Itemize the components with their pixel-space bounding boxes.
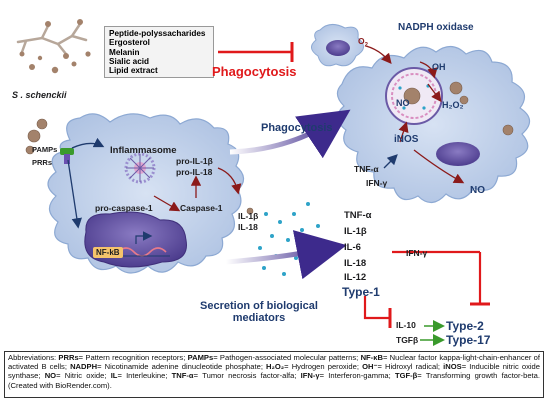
pro-il18-label: pro-IL-18: [176, 167, 213, 177]
il10-label: IL-10: [396, 320, 416, 330]
no-inner-label: NO: [396, 98, 410, 108]
component-item: Sialic acid: [109, 56, 150, 66]
legend-definition: = Interleukine;: [117, 371, 172, 381]
prrs-label: PRRs: [32, 158, 53, 167]
legend-definition: = Pattern recognition receptors;: [78, 353, 188, 362]
secretion-label: Secretion of biological mediators: [200, 300, 318, 324]
il18-released: IL-18: [238, 222, 258, 232]
diagram-svg: [16, 19, 531, 346]
component-item: Peptide-polyssacharides: [109, 29, 206, 38]
fungus-name: S . schenckii: [12, 90, 67, 100]
tgfb-label: TGFβ: [396, 335, 419, 345]
cytokine-il1b: IL-1β: [344, 226, 367, 237]
cytokine-tnf: TNF-α: [344, 210, 372, 221]
legend-definition: = Hidroxyl radical;: [377, 362, 444, 372]
cytokine-il6: IL-6: [344, 242, 361, 253]
component-item: Melanin: [109, 47, 140, 57]
right-cell-arrows: [365, 45, 465, 184]
diagram-canvas: Peptide-polyssacharides Ergosterol Melan…: [12, 19, 531, 347]
legend-term: H₂O₂: [266, 362, 285, 372]
conidia: [19, 19, 91, 74]
phagocytosis-blocked-label: Phagocytosis: [212, 64, 297, 79]
component-item: Ergosterol: [109, 38, 150, 48]
cytokine-dots: [258, 202, 322, 276]
main-macrophage: [47, 113, 245, 274]
legend-definition: = Tumor necrosis factor-alfa;: [193, 371, 301, 381]
cytokine-il12: IL-12: [344, 272, 367, 283]
caspase-label: Caspase-1: [180, 203, 223, 213]
type1-label: Type-1: [342, 285, 380, 299]
legend-term: OH⁻: [362, 362, 378, 372]
tnf-label: TNF-α: [354, 164, 379, 174]
inflammasome-complex: [124, 152, 156, 184]
legend-definition: = Transforming growth factor-beta. (Crea…: [8, 371, 540, 390]
pro-il1b-label: pro-IL-1β: [176, 156, 213, 166]
legend-term: NO: [44, 371, 57, 381]
activated-macrophage: [336, 45, 531, 204]
ifn-label: IFN-γ: [366, 178, 388, 188]
inos-label: iNOS: [394, 134, 419, 145]
cytokine-il18: IL-18: [344, 258, 367, 269]
inflammasome-title: Inflammasome: [110, 145, 177, 156]
legend-term: iNOS: [443, 362, 462, 372]
legend-definition: = Interferon-gamma;: [319, 371, 395, 381]
secretion-arrow: [225, 230, 347, 280]
fungal-conidia-attached: [25, 118, 254, 215]
small-macrophage: [311, 24, 364, 67]
pro-caspase-label: pro-caspase-1: [95, 203, 153, 213]
legend-definition: = Inducible nitric oxide synthase;: [8, 362, 540, 381]
legend-term: PAMPs: [187, 353, 214, 362]
nadph-oxidase-label: NADPH oxidase: [398, 22, 474, 33]
legend-definition: = Nicotinamide adenine dinucleotide phos…: [97, 362, 267, 372]
no-out-label: NO: [470, 185, 485, 196]
phagocytosis-label: Phagocytosis: [261, 122, 333, 134]
legend-term: IFN-γ: [300, 371, 320, 381]
legend-term: NADPH: [70, 362, 98, 372]
abbreviations-legend: Abbreviations: PRRs= Pattern recognition…: [4, 351, 544, 398]
legend-definition: = Nitric oxide;: [56, 371, 111, 381]
phagocytosis-arrow: [229, 109, 351, 159]
nfkb-label: NF-kB: [93, 247, 123, 258]
prr-receptor: [60, 148, 74, 164]
legend-term: TGF-β: [394, 371, 418, 381]
legend-term: NF-κB: [360, 353, 383, 362]
type2-label: Type-2: [446, 319, 484, 333]
main-cell-arrows: [67, 137, 105, 229]
o2-label: O2: [358, 36, 368, 49]
legend-definition: Abbreviations:: [8, 353, 59, 362]
type-inhibition: [363, 250, 490, 328]
green-arrows: [420, 320, 445, 346]
h2o2-label: H₂O₂: [442, 100, 464, 110]
inflammasome-arrows: [153, 167, 242, 212]
legend-definition: = Pathogen-associated molecular patterns…: [213, 353, 361, 362]
legend-term: TNF-α: [171, 371, 194, 381]
ifn-right-label: IFN-γ: [406, 248, 428, 258]
legend-definition: = Hydrogen peroxide;: [284, 362, 363, 372]
type17-label: Type-17: [446, 333, 491, 347]
oh-label: OH: [432, 62, 446, 72]
il1b-released: IL-1β: [238, 211, 259, 221]
fungus-components-box: Peptide-polyssacharides Ergosterol Melan…: [104, 26, 214, 78]
inhibition-phagocytosis: [218, 42, 294, 62]
legend-term: IL: [110, 371, 118, 381]
legend-term: PRRs: [58, 353, 79, 362]
component-item: Lipid extract: [109, 66, 158, 76]
legend-definition: = Nuclear factor kappa-light-chain-enhan…: [8, 353, 540, 372]
fungus-hyphae: [16, 22, 88, 56]
pamps-label: PAMPs: [32, 145, 58, 154]
